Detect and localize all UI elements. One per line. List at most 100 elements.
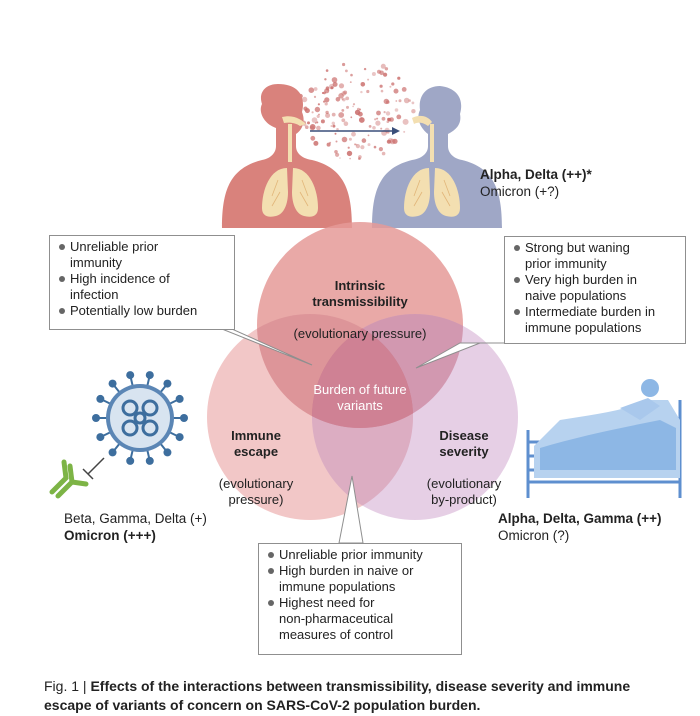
droplet xyxy=(383,72,388,77)
droplet xyxy=(326,142,331,147)
droplet xyxy=(316,125,321,131)
list-item: Unreliable prior immunity xyxy=(58,239,227,271)
callout-immune-escape-severity: Unreliable prior immunity High burden in… xyxy=(258,543,462,655)
disease-severity-subtitle: (evolutionary by-product) xyxy=(426,476,502,507)
droplet xyxy=(381,116,386,121)
droplet xyxy=(321,92,324,94)
droplet xyxy=(367,134,370,137)
droplet xyxy=(389,85,392,88)
figure-caption: Fig. 1 | Effects of the interactions bet… xyxy=(44,677,674,715)
callout-transmissibility-immune-escape: Unreliable prior immunity High incidence… xyxy=(49,235,235,330)
droplet xyxy=(301,96,308,103)
droplet xyxy=(363,67,367,71)
transmissibility-subtitle: (evolutionary pressure) xyxy=(293,326,427,341)
droplet xyxy=(358,157,361,160)
transmission-arrow-icon xyxy=(310,127,400,135)
droplet xyxy=(376,110,381,116)
droplet xyxy=(309,125,315,131)
droplet xyxy=(341,109,345,112)
droplet xyxy=(331,112,336,117)
droplet xyxy=(380,89,384,93)
droplet xyxy=(376,117,379,120)
transmissibility-title: Intrinsic transmissibility xyxy=(312,278,408,309)
droplet xyxy=(345,69,348,73)
droplet xyxy=(341,136,348,143)
droplet xyxy=(360,145,365,150)
severity-variants: Alpha, Delta, Gamma (++) Omicron (?) xyxy=(498,510,662,544)
droplet xyxy=(394,108,399,112)
immune-escape-label: Immune escape (evolutionary pressure) xyxy=(196,412,316,508)
respiratory-droplets-icon xyxy=(298,62,416,160)
immune-escape-variants-secondary: Omicron (+++) xyxy=(64,528,156,543)
droplet xyxy=(352,103,356,106)
droplet xyxy=(360,117,363,120)
droplet xyxy=(316,121,319,124)
droplet xyxy=(358,117,365,123)
droplet xyxy=(347,146,350,149)
list-item: Potentially low burden xyxy=(58,303,227,319)
venn-diagram xyxy=(207,222,518,520)
immune-escape-variants: Beta, Gamma, Delta (+) Omicron (+++) xyxy=(64,510,207,544)
droplet xyxy=(325,110,329,115)
droplet xyxy=(305,125,309,129)
list-item: Highest need for non-pharmaceutical meas… xyxy=(267,595,454,643)
droplet xyxy=(374,118,377,121)
droplet xyxy=(343,90,348,95)
droplet xyxy=(341,98,344,101)
droplet xyxy=(361,138,367,143)
droplet xyxy=(380,127,383,130)
droplet xyxy=(408,99,412,102)
droplet xyxy=(380,63,386,69)
droplet xyxy=(411,109,416,114)
droplet xyxy=(387,117,391,121)
immune-escape-variants-primary: Beta, Gamma, Delta (+) xyxy=(64,511,207,526)
severity-variants-secondary: Omicron (?) xyxy=(498,528,570,543)
droplet xyxy=(392,138,398,144)
droplet xyxy=(311,111,314,114)
droplet xyxy=(346,150,353,157)
droplet xyxy=(343,121,349,126)
droplet xyxy=(385,111,391,116)
droplet xyxy=(391,82,395,86)
droplet xyxy=(356,107,360,111)
droplet xyxy=(328,83,335,90)
droplet xyxy=(373,145,377,149)
droplet xyxy=(383,111,386,114)
droplet xyxy=(334,150,338,154)
droplet xyxy=(313,140,319,146)
droplet xyxy=(311,117,318,123)
transmissibility-label: Intrinsic transmissibility (evolutionary… xyxy=(270,262,450,342)
antibody-icon xyxy=(49,457,105,499)
droplet xyxy=(324,97,330,103)
droplet xyxy=(358,111,363,117)
droplet xyxy=(324,102,328,106)
transmissibility-variants-secondary: Omicron (+?) xyxy=(480,184,560,199)
droplet xyxy=(354,143,357,146)
droplet xyxy=(398,99,402,103)
droplet xyxy=(317,103,320,106)
droplet xyxy=(401,87,407,92)
droplet xyxy=(332,81,338,87)
list-item: Unreliable prior immunity xyxy=(267,547,454,563)
list-item: Strong but waning prior immunity xyxy=(513,240,678,272)
droplet xyxy=(308,87,315,93)
droplet xyxy=(313,87,318,91)
disease-severity-title: Disease severity xyxy=(439,428,489,459)
droplet xyxy=(349,81,352,83)
droplet xyxy=(316,114,320,118)
hospital-bed-icon xyxy=(526,379,682,498)
droplet xyxy=(332,124,336,128)
droplet xyxy=(351,131,356,137)
droplet xyxy=(334,132,337,135)
immune-escape-subtitle: (evolutionary pressure) xyxy=(218,476,294,507)
list-item: High incidence of infection xyxy=(58,271,227,303)
droplet xyxy=(330,86,334,90)
droplet xyxy=(395,100,398,102)
droplet xyxy=(371,72,376,76)
droplet xyxy=(325,86,330,90)
disease-severity-label: Disease severity (evolutionary by-produc… xyxy=(404,412,524,508)
droplet xyxy=(335,140,338,143)
droplet xyxy=(367,143,371,147)
